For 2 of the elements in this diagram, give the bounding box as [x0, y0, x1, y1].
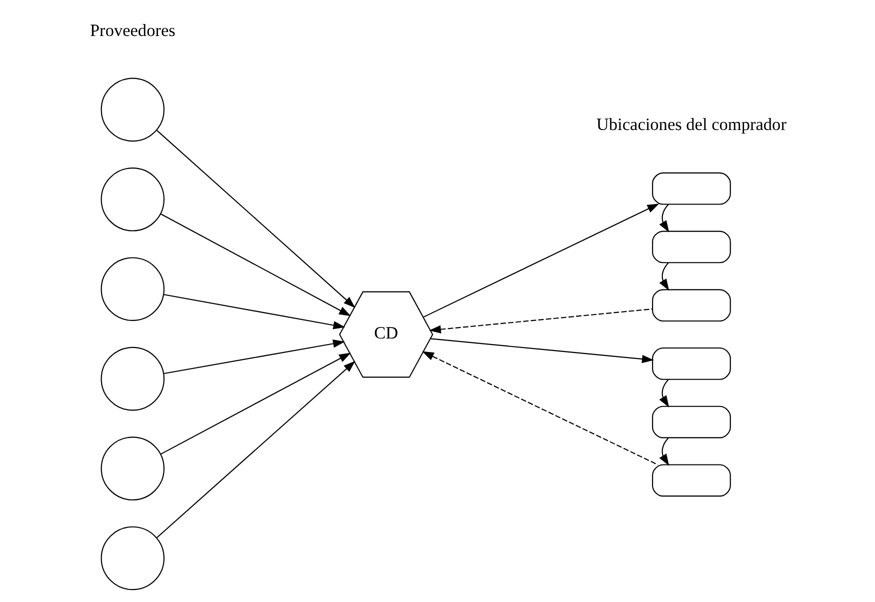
label: Ubicaciones del comprador [596, 115, 786, 134]
label: Proveedores [89, 20, 175, 40]
